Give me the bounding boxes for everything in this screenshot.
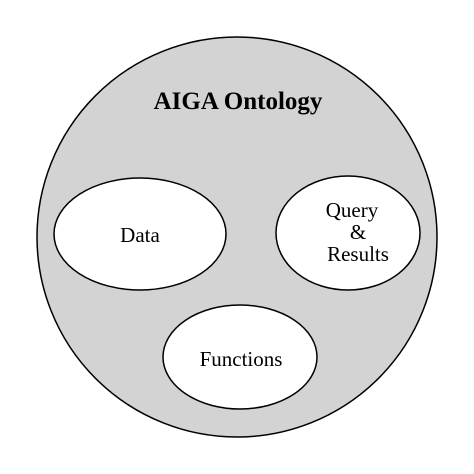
node-query-results-ellipse bbox=[275, 175, 421, 291]
node-data: Data bbox=[53, 177, 227, 291]
node-data-ellipse bbox=[53, 177, 227, 291]
node-query-results-line-3: Results bbox=[327, 242, 389, 266]
node-data-label: Data bbox=[120, 223, 160, 247]
node-query-results-line-2: & bbox=[350, 220, 366, 244]
ontology-title: AIGA Ontology bbox=[154, 88, 323, 115]
node-functions-label: Functions bbox=[200, 347, 283, 371]
node-query-results: Query & Results bbox=[275, 175, 421, 291]
node-query-results-line-1: Query bbox=[326, 198, 379, 222]
ontology-container-ellipse bbox=[36, 36, 438, 438]
node-functions: Functions bbox=[162, 304, 318, 410]
node-functions-ellipse bbox=[162, 304, 318, 410]
